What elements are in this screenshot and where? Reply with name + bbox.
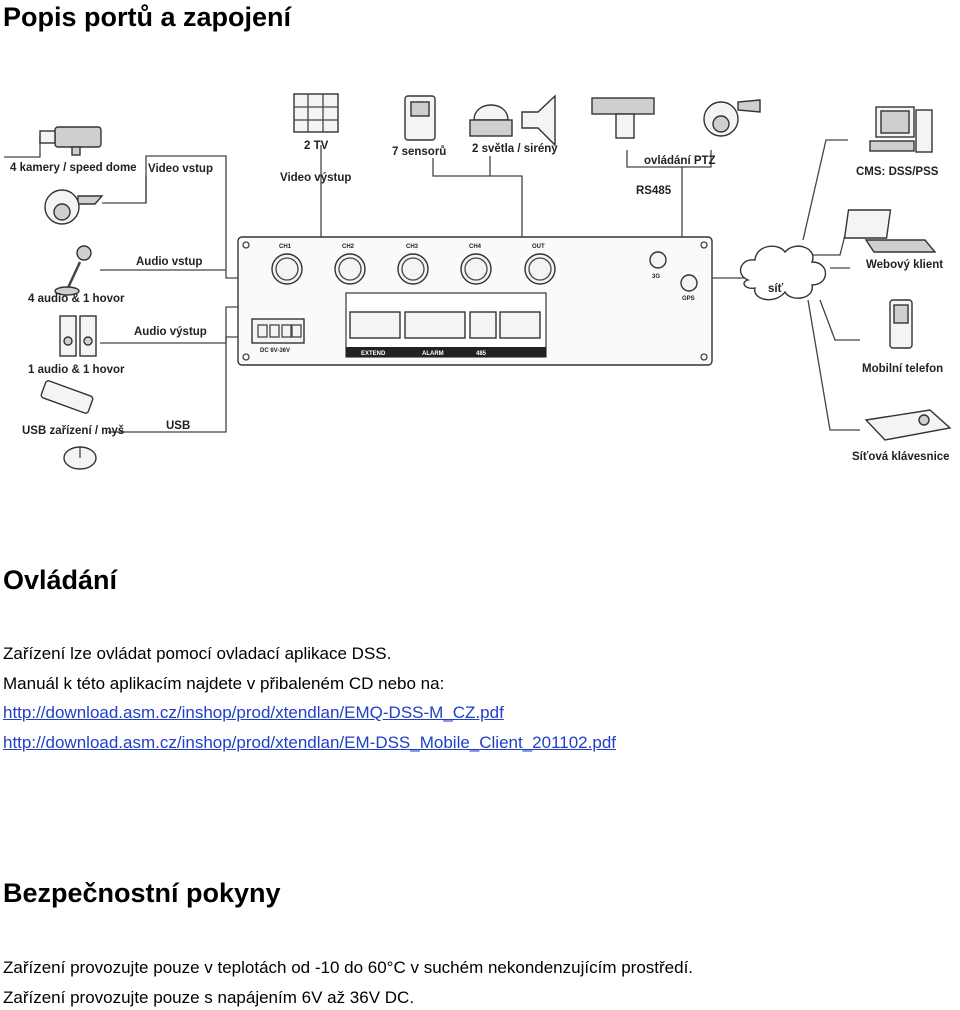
panel-ch4: CH4 — [469, 244, 482, 250]
label-cms: CMS: DSS/PSS — [856, 166, 939, 178]
control-text-1: Zařízení lze ovládat pomocí ovladací apl… — [3, 644, 392, 663]
label-net: síť — [768, 283, 784, 295]
panel-485: 485 — [476, 351, 487, 357]
safety-text-2: Zařízení provozujte pouze s napájením 6V… — [3, 988, 415, 1007]
usb-stick-icon — [40, 380, 94, 414]
sensor-icon — [404, 95, 436, 141]
connection-lines — [4, 136, 860, 433]
label-usb-device: USB zařízení / myš — [22, 425, 124, 437]
connection-diagram: CH1 CH2 CH3 CH4 OUT 3G GPS DC 6V-36V EXT… — [4, 93, 952, 470]
label-audio-out: Audio výstup — [134, 326, 207, 338]
speed-dome-ptz-icon — [703, 99, 761, 137]
label-tv: 2 TV — [304, 140, 329, 152]
label-rs485: RS485 — [636, 185, 672, 197]
label-usb: USB — [166, 420, 190, 432]
mouse-icon — [63, 446, 97, 470]
manual-link-2[interactable]: http://download.asm.cz/inshop/prod/xtend… — [3, 733, 616, 752]
mobile-phone-icon — [889, 299, 913, 349]
page-title: Popis portů a zapojení — [3, 2, 292, 32]
ptz-camera-icon — [591, 97, 655, 139]
label-sensors: 7 sensorů — [392, 146, 446, 158]
label-video-in: Video vstup — [148, 163, 213, 175]
control-text-2: Manuál k této aplikacím najdete v přibal… — [3, 674, 445, 693]
panel-out: OUT — [532, 244, 545, 250]
network-keyboard-icon — [864, 409, 952, 441]
panel-extend: EXTEND — [361, 351, 386, 357]
computer-icon — [869, 106, 933, 153]
siren-icon — [521, 94, 556, 147]
speaker-icon — [59, 315, 97, 357]
safety-text-1: Zařízení provozujte pouze v teplotách od… — [3, 958, 694, 977]
label-lights: 2 světla / sirény — [472, 143, 558, 155]
label-audio-hover: 4 audio & 1 hovor — [28, 293, 125, 305]
panel-dc: DC 6V-36V — [260, 348, 290, 354]
device-panel: CH1 CH2 CH3 CH4 OUT 3G GPS DC 6V-36V EXT… — [237, 236, 713, 366]
label-cameras: 4 kamery / speed dome — [10, 162, 137, 174]
label-audio-in: Audio vstup — [136, 256, 202, 268]
label-web: Webový klient — [866, 259, 943, 271]
camera-icon — [39, 126, 102, 156]
tv-icon — [293, 93, 339, 133]
label-audio-one: 1 audio & 1 hovor — [28, 364, 125, 376]
manual-link-1[interactable]: http://download.asm.cz/inshop/prod/xtend… — [3, 703, 504, 722]
panel-ch1: CH1 — [279, 244, 292, 250]
panel-ch2: CH2 — [342, 244, 355, 250]
panel-3g: 3G — [652, 274, 660, 280]
light-icon — [469, 104, 513, 137]
speed-dome-icon — [44, 189, 104, 225]
panel-ch3: CH3 — [406, 244, 419, 250]
section-heading-control: Ovládání — [3, 565, 118, 595]
network-cloud: síť — [739, 245, 827, 301]
label-video-out: Video výstup — [280, 172, 351, 184]
label-keyboard: Síťová klávesnice — [852, 451, 950, 463]
label-ptz: ovládání PTZ — [644, 155, 716, 167]
laptop-icon — [843, 209, 937, 253]
label-mobile: Mobilní telefon — [862, 363, 943, 375]
panel-alarm: ALARM — [422, 351, 444, 357]
microphone-icon — [54, 245, 92, 296]
section-heading-safety: Bezpečnostní pokyny — [3, 878, 281, 908]
panel-gps: GPS — [682, 296, 695, 302]
